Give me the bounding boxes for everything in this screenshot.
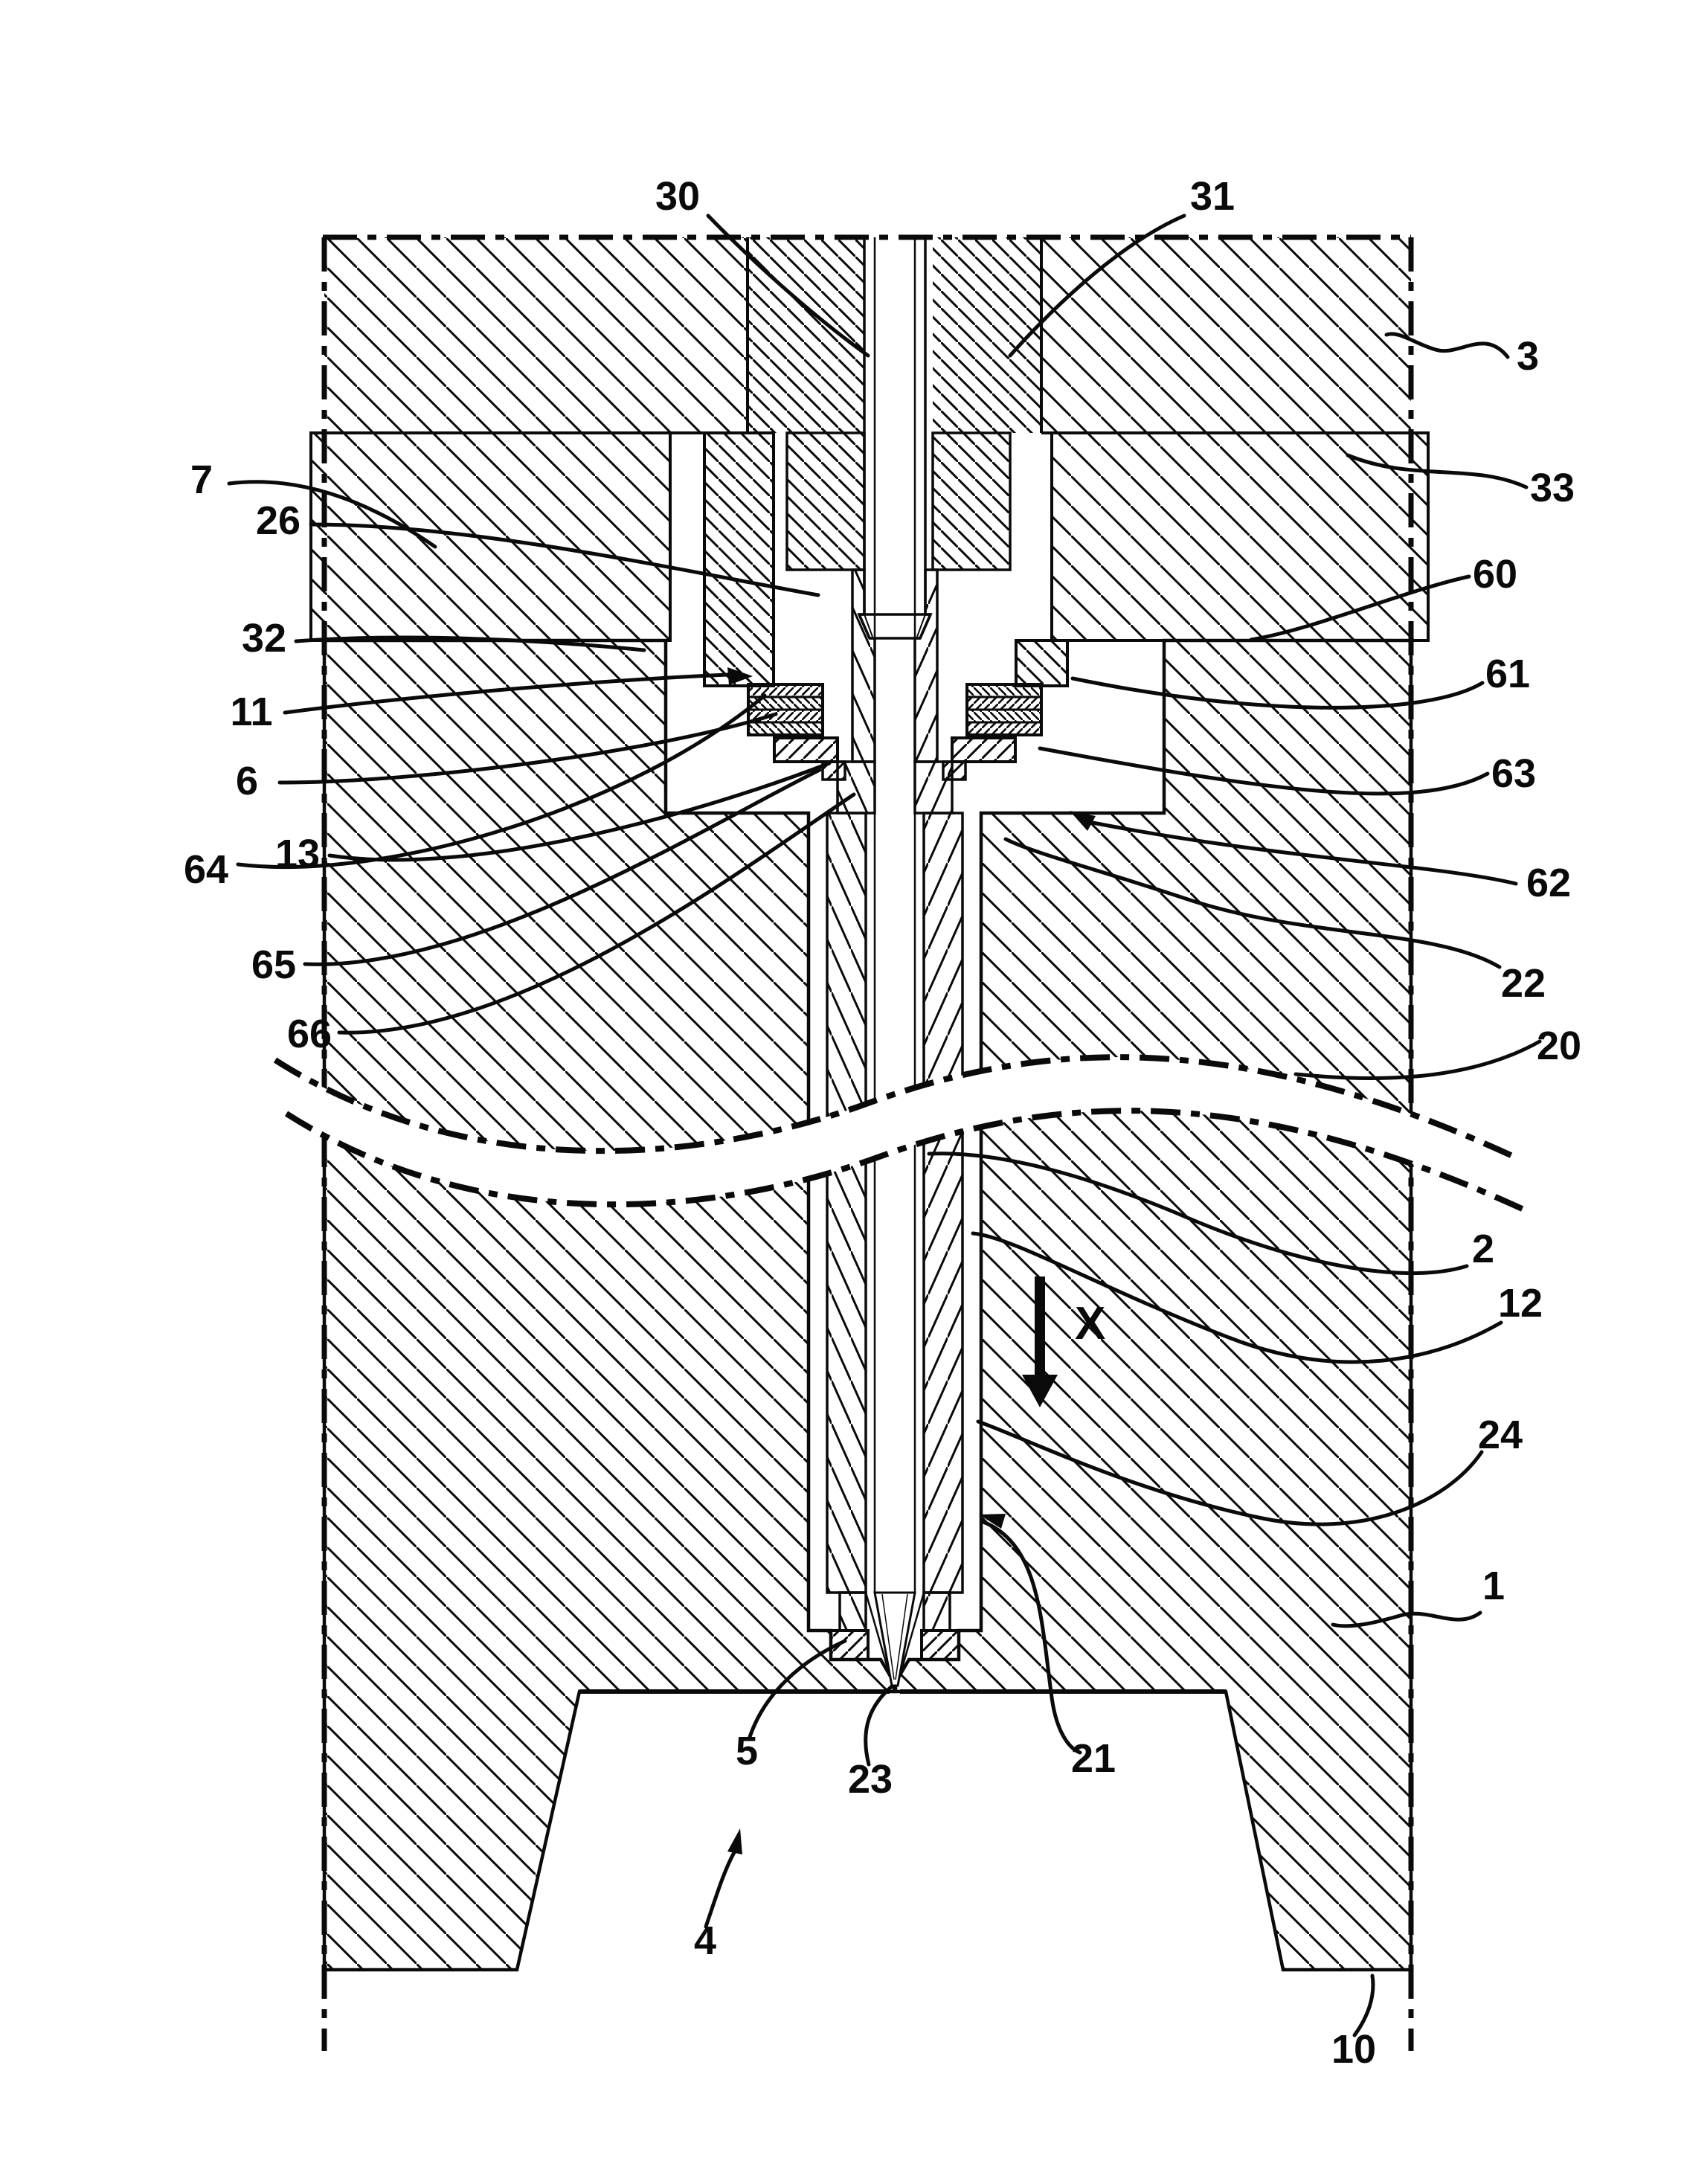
leader-21 (981, 1520, 1082, 1755)
ref-label-10: 10 (1331, 2027, 1376, 2072)
pin-seat-funnel-lines (864, 614, 926, 637)
ref-label-62: 62 (1526, 861, 1571, 905)
arrowhead-21-icon (979, 1514, 1006, 1529)
melt-channel-tip-lines-22 (864, 1592, 925, 1676)
x-arrow-head-icon (1022, 1375, 1058, 1407)
ref-label-2: 2 (1472, 1227, 1494, 1271)
leader-4 (704, 1848, 738, 1929)
ref-label-13: 13 (275, 832, 320, 876)
leader-22 (1003, 837, 1502, 969)
nozzle-tip-left (838, 1591, 867, 1632)
ref-label-4: 4 (694, 1918, 716, 1963)
ref-label-5: 5 (736, 1729, 758, 1773)
spring-stack-left-64 (747, 683, 824, 736)
pin-seat-funnel (858, 613, 932, 640)
leader-62 (1087, 820, 1518, 886)
ref-label-20: 20 (1537, 1024, 1581, 1068)
ref-label-33: 33 (1530, 466, 1575, 510)
pin-tip-cone-lines (881, 1593, 908, 1680)
leader-5 (748, 1639, 847, 1739)
ref-label-12: 12 (1498, 1281, 1543, 1326)
ref-label-21: 21 (1071, 1736, 1116, 1781)
leader-13 (327, 761, 832, 862)
nozzle-wall-left-2 (826, 812, 867, 1594)
top-block-left (324, 237, 748, 433)
top-block-right-3 (1041, 237, 1411, 433)
ref-label-3: 3 (1517, 334, 1539, 379)
tip-seal-right-5 (920, 1629, 960, 1661)
break-band-mask (275, 1057, 1529, 1212)
leader-2 (927, 1152, 1469, 1276)
leader-23 (864, 1684, 894, 1767)
direction-arrow-x: X (1022, 1276, 1105, 1407)
leader-60 (1249, 574, 1471, 642)
leader-63 (1038, 746, 1490, 796)
leader-24 (976, 1419, 1484, 1526)
ref-label-61: 61 (1485, 652, 1530, 696)
ref-label-32: 32 (242, 616, 286, 661)
leader-7 (227, 480, 437, 549)
valve-pin-edges-31 (873, 237, 916, 1593)
valve-pin (858, 237, 932, 1687)
x-axis-label: X (1075, 1298, 1105, 1349)
pin-channel-walls-30 (863, 237, 927, 614)
leader-64 (236, 693, 767, 870)
insert-piece-right-61 (1015, 639, 1069, 687)
leader-31 (1008, 213, 1186, 358)
ref-label-23: 23 (848, 1757, 893, 1802)
nozzle-assembly (747, 568, 1043, 1661)
arrowhead-4-icon (727, 1828, 742, 1854)
leader-lines (227, 213, 1542, 2037)
leader-32 (294, 635, 646, 652)
ref-label-60: 60 (1473, 552, 1517, 597)
leader-arrowheads (727, 667, 1096, 1854)
break-line-upper (273, 1054, 1519, 1161)
spring-stack-right-64 (965, 683, 1043, 736)
ref-label-11: 11 (230, 690, 272, 734)
ref-label-7: 7 (190, 457, 213, 502)
clamp-piece-right-upper (933, 237, 1041, 433)
leader-1 (1331, 1610, 1482, 1628)
nozzle-tip-right (922, 1591, 951, 1632)
leader-65 (303, 768, 822, 966)
break-band (273, 1054, 1530, 1215)
leader-3 (1384, 332, 1510, 359)
retainer-clip-right-13 (942, 760, 967, 781)
nozzle-wall-right-2 (922, 812, 964, 1594)
clamp-piece-left-upper (748, 237, 864, 433)
leader-10 (1352, 1973, 1375, 2037)
ref-label-1: 1 (1482, 1564, 1505, 1608)
leader-26 (309, 522, 820, 597)
ref-label-30: 30 (655, 174, 700, 219)
spring-retainer-right-65 (951, 736, 1017, 763)
break-line-lower (284, 1108, 1530, 1215)
ref-label-66: 66 (287, 1012, 332, 1056)
tip-seal-left-5 (829, 1629, 870, 1661)
clamp-stem-left (785, 431, 866, 571)
x-arrow-shaft (1035, 1276, 1045, 1376)
mold-block-left-1 (322, 638, 896, 1972)
ref-label-63: 63 (1491, 751, 1536, 796)
arrowhead-62-icon (1070, 811, 1096, 831)
leader-61 (1070, 676, 1485, 710)
ref-label-31: 31 (1190, 174, 1235, 219)
insert-piece-left-26 (703, 431, 775, 687)
arrowhead-11-icon (727, 667, 753, 685)
reference-labels: 30 31 3 33 60 61 63 62 22 20 2 12 24 1 7… (184, 174, 1581, 2072)
ref-label-26: 26 (256, 498, 301, 543)
ref-label-24: 24 (1478, 1413, 1523, 1457)
leader-66 (337, 792, 856, 1035)
ref-label-22: 22 (1501, 961, 1546, 1006)
leader-30 (706, 213, 870, 358)
ref-label-65: 65 (251, 942, 296, 987)
leader-20 (1293, 1039, 1542, 1081)
ref-label-6: 6 (236, 759, 258, 803)
leader-33 (1346, 453, 1529, 489)
leader-12 (971, 1231, 1503, 1364)
ref-label-64: 64 (184, 847, 228, 892)
spring-retainer-left-65 (773, 736, 839, 763)
leader-11 (283, 672, 730, 715)
clamp-stem-right (931, 431, 1012, 571)
